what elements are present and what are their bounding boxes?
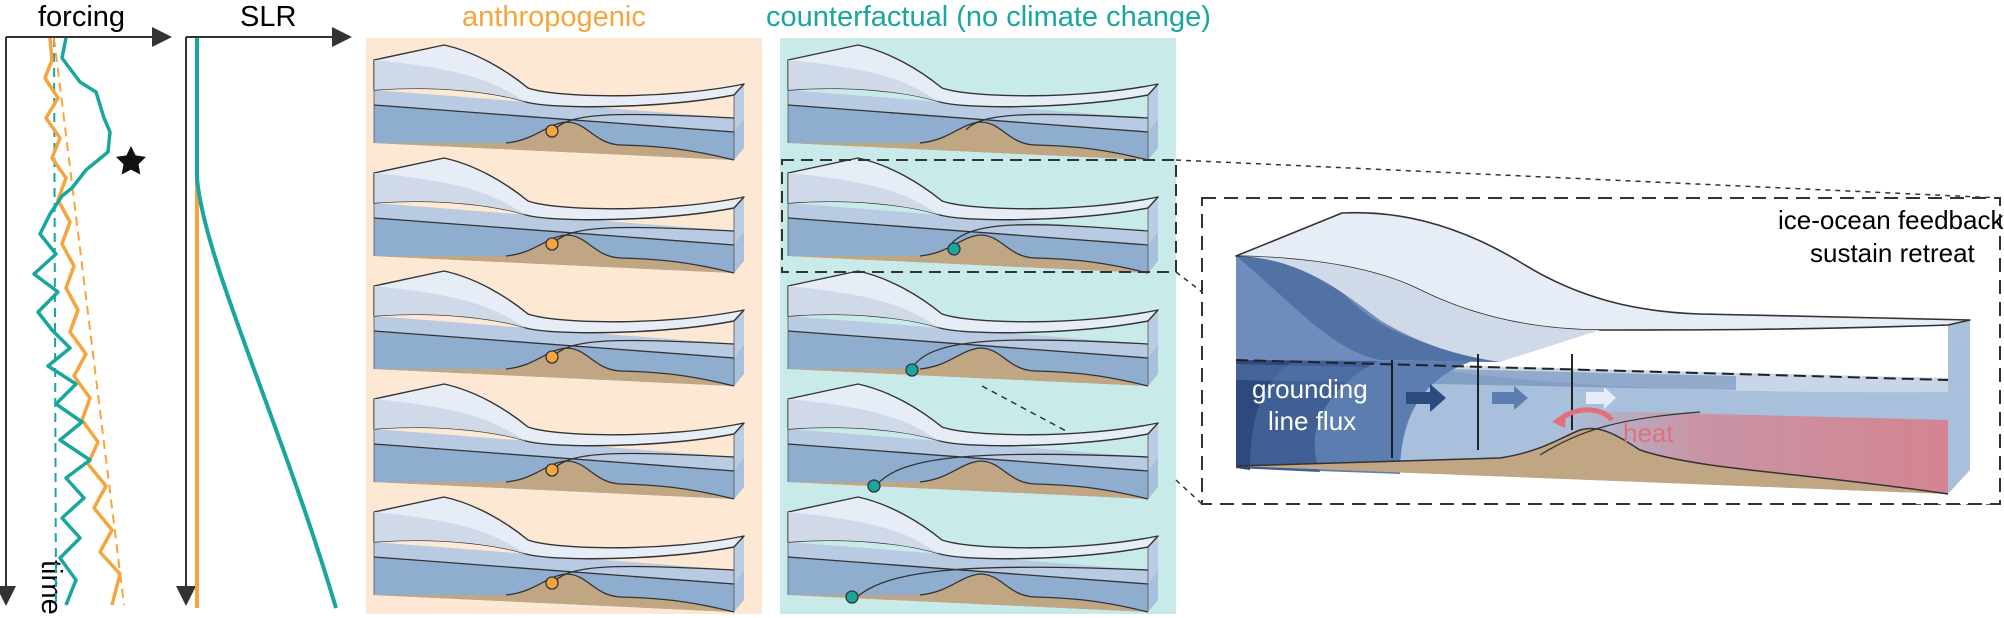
anthropogenic-title: anthropogenic xyxy=(462,1,646,33)
forcing-label: forcing xyxy=(38,1,125,33)
grounding-line-dot-icon xyxy=(545,124,559,138)
grounding-line-dot-icon xyxy=(545,463,559,477)
counterfactual-slr-curve xyxy=(195,38,338,609)
retreat-guide-line xyxy=(981,385,1069,433)
ice-sheet-surface xyxy=(1235,211,1971,331)
flux-arrow-icon xyxy=(1406,384,1446,412)
shelf-base-line xyxy=(1235,359,1949,381)
counterfactual-column: counterfactual (no climate change) xyxy=(766,1,1211,614)
feedback-label-line1: ice-ocean feedbacks xyxy=(1778,205,2004,235)
grounding-line-dot-icon xyxy=(867,479,881,493)
star-icon xyxy=(116,146,146,175)
slr-label: SLR xyxy=(240,1,296,33)
slr-panel: SLR xyxy=(176,1,352,609)
heat-label: heat xyxy=(1623,418,1674,448)
zoom-detail-panel: grounding line flux heat ice-ocean feedb… xyxy=(1201,197,2004,505)
forcing-panel: forcing time xyxy=(0,1,172,615)
counterfactual-title: counterfactual (no climate change) xyxy=(766,1,1211,33)
time-label: time xyxy=(35,560,67,615)
counterfactual-forcing-mean xyxy=(53,37,57,606)
flux-arrow-icon xyxy=(1586,387,1616,409)
heat-arrowhead-icon xyxy=(1552,412,1566,428)
anthropogenic-column: anthropogenic xyxy=(366,1,762,614)
grounding-line-dot-icon xyxy=(905,363,919,377)
grounding-line-dot-icon xyxy=(545,576,559,590)
grounding-line-dot-icon xyxy=(545,237,559,251)
grounding-line-dot-icon xyxy=(845,590,859,604)
anthropogenic-forcing-series xyxy=(43,37,122,606)
flux-arrow-icon xyxy=(1492,386,1528,410)
zoom-selection-box xyxy=(781,159,1177,273)
anthropogenic-forcing-trend xyxy=(53,37,125,606)
grounding-line-dot-icon xyxy=(947,242,961,256)
grounding-flux-label-line1: grounding xyxy=(1252,374,1368,404)
counterfactual-forcing-series xyxy=(32,37,112,606)
feedback-label-line2: sustain retreat xyxy=(1810,238,1976,268)
grounding-line-dot-icon xyxy=(545,350,559,364)
grounding-flux-label-line2: line flux xyxy=(1268,406,1356,436)
